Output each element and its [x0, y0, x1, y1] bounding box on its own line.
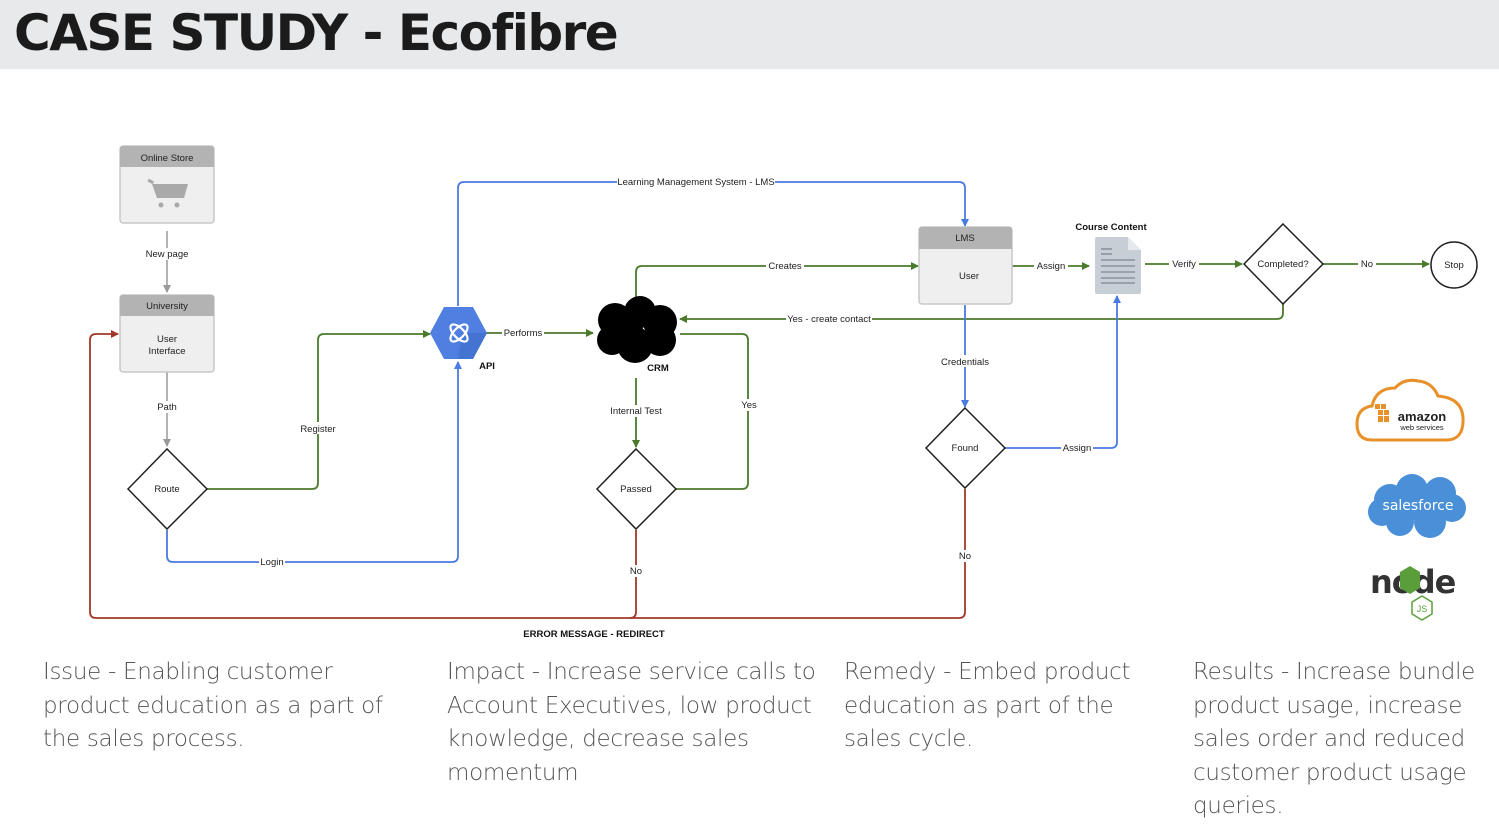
summary-issue: Issue - Enabling customer product educat… [43, 659, 383, 752]
edge-new-page: New page [144, 231, 190, 293]
node-found[interactable]: Found [924, 406, 1007, 490]
node-label-course-content: Course Content [1075, 222, 1147, 233]
edge-label-performs: Performs [504, 328, 543, 339]
aws-logo-text: amazon [1398, 409, 1446, 424]
node-label-completed: Completed? [1257, 259, 1308, 270]
edge-label-yes: Yes [741, 400, 757, 411]
summary-remedy: Remedy - Embed product education as part… [844, 659, 1131, 752]
edge-no-stop: No [1323, 258, 1430, 270]
edge-login: Login [166, 361, 462, 568]
edge-path: Path [154, 372, 180, 447]
api-hexagon-icon [449, 323, 469, 343]
title-bar: CASE STUDY - Ecofibre [0, 0, 1499, 69]
node-body-university-2: Interface [149, 346, 186, 357]
edge-error-redirect: No No ERROR MESSAGE - REDIRECT [89, 330, 974, 640]
edge-register: Register [207, 330, 431, 490]
node-label-route: Route [154, 484, 179, 495]
node-label-passed: Passed [620, 484, 652, 495]
node-label-stop: Stop [1444, 260, 1464, 271]
summary-results: Results - Increase bundle product usage,… [1193, 659, 1476, 819]
edge-creates: Creates [635, 260, 919, 300]
edge-yes-create-contact: Yes - create contact [679, 304, 1284, 325]
node-label-api: API [479, 361, 495, 372]
edge-label-register: Register [300, 424, 335, 435]
edge-yes: Yes [676, 333, 758, 490]
document-icon [1095, 237, 1141, 294]
edge-label-internal-test: Internal Test [610, 406, 662, 417]
edge-label-no-stop: No [1361, 259, 1373, 270]
edge-label-lms-link: Learning Management System - LMS [617, 177, 774, 188]
edge-label-assign-found: Assign [1063, 443, 1092, 454]
node-passed[interactable]: Passed [595, 447, 678, 531]
node-title-university: University [146, 301, 188, 312]
node-lms[interactable]: LMS User [918, 226, 1013, 305]
aws-logo-subtext: web services [1399, 423, 1444, 432]
edge-label-no-passed: No [630, 566, 642, 577]
aws-boxes-icon [1375, 404, 1389, 422]
node-university[interactable]: University User Interface [119, 294, 215, 373]
edge-assign-found: Assign [1005, 295, 1121, 454]
node-online-store[interactable]: Online Store [119, 145, 215, 224]
node-crm[interactable]: CRM [597, 296, 677, 374]
edge-label-path: Path [157, 402, 177, 413]
node-body-university-1: User [157, 334, 177, 345]
node-route[interactable]: Route [126, 447, 209, 531]
edge-label-no-found: No [959, 551, 971, 562]
aws-logo: amazon web services [1355, 378, 1465, 442]
edge-label-login: Login [260, 557, 283, 568]
salesforce-logo: salesforce [1368, 474, 1466, 538]
nodejs-logo-subtext: JS [1417, 604, 1428, 614]
node-label-crm: CRM [647, 363, 669, 374]
node-course-content[interactable]: Course Content [1075, 222, 1147, 294]
salesforce-logo-text: salesforce [1383, 498, 1454, 514]
node-label-found: Found [952, 443, 979, 454]
edge-label-error-redirect: ERROR MESSAGE - REDIRECT [523, 629, 665, 640]
node-title-online-store: Online Store [141, 153, 194, 164]
nodejs-logo: node JS [1370, 563, 1457, 621]
edge-verify: Verify [1145, 258, 1243, 270]
node-title-lms: LMS [955, 233, 975, 244]
edge-label-credentials: Credentials [941, 357, 989, 368]
edge-label-verify: Verify [1172, 259, 1196, 270]
edge-lms-link: Learning Management System - LMS [457, 176, 969, 306]
shopping-cart-icon [147, 178, 188, 208]
edge-label-new-page: New page [146, 249, 189, 260]
node-stop[interactable]: Stop [1430, 241, 1478, 289]
cloud-icon [597, 296, 677, 363]
edge-credentials: Credentials [940, 305, 990, 408]
node-body-lms: User [959, 271, 979, 282]
summary-impact: Impact - Increase service calls to Accou… [447, 659, 816, 786]
edge-assign-course: Assign [1012, 260, 1090, 272]
page-title: CASE STUDY - Ecofibre [14, 4, 619, 62]
edge-label-assign-course: Assign [1037, 261, 1066, 272]
edge-label-yes-create-contact: Yes - create contact [787, 314, 871, 325]
node-api[interactable]: API [430, 307, 495, 372]
edge-performs: Performs [486, 327, 594, 339]
node-completed[interactable]: Completed? [1242, 222, 1325, 306]
edge-label-creates: Creates [768, 261, 802, 272]
edge-internal-test: Internal Test [608, 378, 664, 448]
